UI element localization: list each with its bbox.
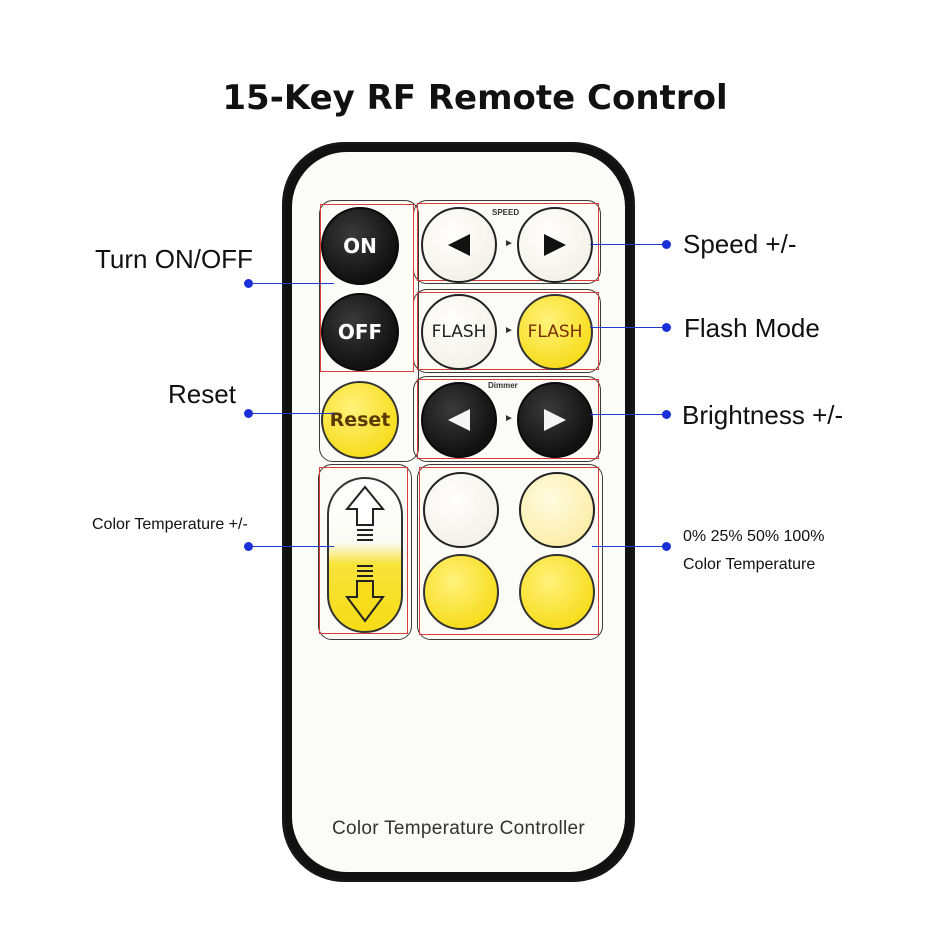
speed-up-button[interactable] — [517, 207, 593, 283]
callout-flash-mode: Flash Mode — [684, 313, 820, 343]
flash-button-yellow-label: FLASH — [527, 322, 583, 342]
callout-line — [249, 546, 334, 548]
page-title: 15-Key RF Remote Control — [222, 78, 728, 118]
preset-50-button[interactable] — [423, 554, 499, 630]
preset-100-button[interactable] — [519, 554, 595, 630]
preset-highlight — [419, 467, 599, 635]
remote-face: ON OFF Reset SPEED ► FLASH ► FLASH Dimme… — [292, 152, 625, 872]
dimmer-caption: Dimmer — [488, 381, 518, 390]
brightness-down-button[interactable] — [421, 382, 497, 458]
callout-dot — [662, 410, 671, 419]
power-highlight — [320, 204, 414, 372]
arrow-right-icon: ► — [504, 325, 514, 336]
callout-dot — [244, 409, 253, 418]
speed-down-button[interactable] — [421, 207, 497, 283]
arrow-right-icon: ► — [504, 413, 514, 424]
power-panel — [319, 200, 419, 462]
callout-dot — [662, 323, 671, 332]
off-button[interactable]: OFF — [321, 293, 399, 371]
callout-dot — [662, 240, 671, 249]
callout-levels-line2: Color Temperature — [683, 556, 816, 573]
callout-color-temperature: Color Temperature +/- — [92, 516, 248, 533]
color-temp-control — [319, 467, 409, 637]
flash-button-white-label: FLASH — [431, 322, 487, 342]
callout-line — [590, 244, 666, 246]
speed-highlight — [417, 203, 599, 281]
color-temp-down-button[interactable] — [343, 563, 387, 625]
on-button-label: ON — [343, 234, 377, 258]
brightness-up-button[interactable] — [517, 382, 593, 458]
flash-button-white[interactable]: FLASH — [421, 294, 497, 370]
callout-line — [249, 413, 334, 415]
callout-reset: Reset — [168, 379, 236, 409]
remote-footer-label: Color Temperature Controller — [331, 818, 586, 839]
color-temp-highlight — [319, 467, 408, 634]
preset-0-button[interactable] — [423, 472, 499, 548]
callout-line — [249, 283, 334, 285]
callout-brightness: Brightness +/- — [682, 400, 844, 430]
color-temp-panel — [318, 464, 412, 640]
color-temp-up-button[interactable] — [343, 485, 387, 545]
off-button-label: OFF — [337, 320, 383, 344]
callout-line — [592, 546, 666, 548]
arrow-right-icon: ► — [504, 238, 514, 249]
left-triangle-icon — [448, 409, 470, 431]
right-triangle-icon — [544, 409, 566, 431]
reset-button-label: Reset — [329, 409, 391, 431]
callout-dot — [244, 542, 253, 551]
speed-caption: SPEED — [492, 208, 520, 217]
callout-line — [590, 414, 666, 416]
on-button[interactable]: ON — [321, 207, 399, 285]
preset-25-button[interactable] — [519, 472, 595, 548]
flash-highlight — [417, 292, 599, 370]
callout-dot — [244, 279, 253, 288]
right-triangle-icon — [544, 234, 566, 256]
preset-panel — [417, 464, 603, 640]
flash-button-yellow[interactable]: FLASH — [517, 294, 593, 370]
callout-line — [590, 327, 666, 329]
dimmer-highlight — [417, 379, 599, 459]
dimmer-panel — [413, 376, 601, 462]
callout-turn-on-off: Turn ON/OFF — [95, 244, 253, 274]
remote-control: ON OFF Reset SPEED ► FLASH ► FLASH Dimme… — [282, 142, 635, 882]
callout-levels-line1: 0% 25% 50% 100% — [683, 528, 825, 545]
callout-speed: Speed +/- — [683, 229, 797, 259]
reset-button[interactable]: Reset — [321, 381, 399, 459]
left-triangle-icon — [448, 234, 470, 256]
callout-dot — [662, 542, 671, 551]
